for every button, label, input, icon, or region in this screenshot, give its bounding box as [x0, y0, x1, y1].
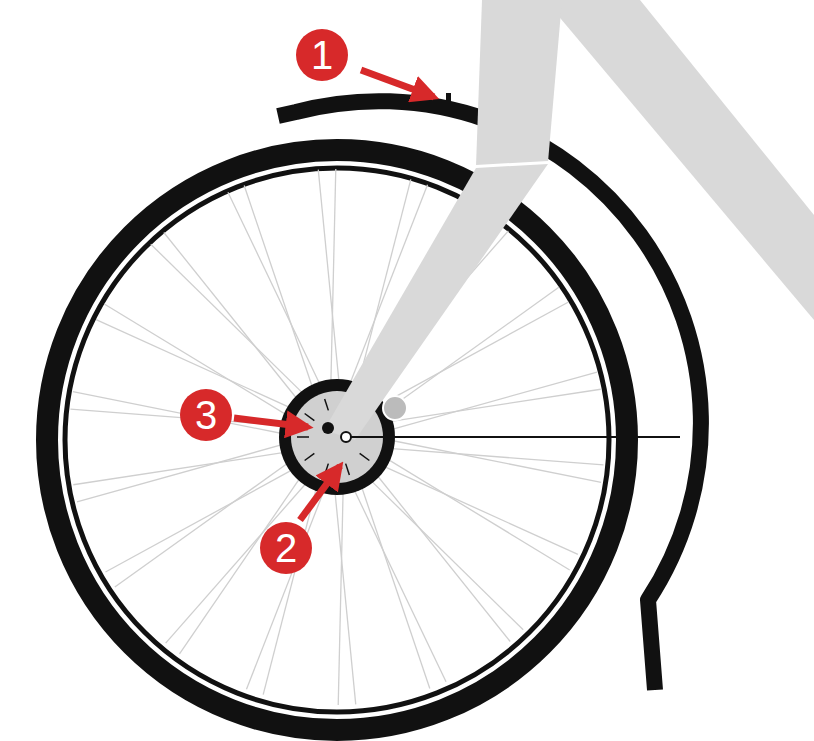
fork — [324, 164, 548, 440]
reflector-bracket — [446, 93, 451, 107]
hub-tick — [297, 436, 309, 438]
cable — [346, 436, 680, 438]
callout-number: 2 — [260, 522, 312, 574]
callout-arrow — [361, 70, 434, 97]
spoke — [383, 456, 570, 570]
spoke — [263, 483, 317, 695]
callout-arrow — [234, 418, 308, 427]
spoke — [387, 439, 601, 482]
mudguard-line — [300, 114, 689, 600]
hub-tick — [360, 453, 370, 460]
tyre — [47, 150, 627, 730]
hub-tick — [305, 453, 315, 460]
spoke — [77, 443, 287, 502]
axle-nut — [322, 422, 334, 434]
cable-mount — [341, 432, 351, 442]
spoke — [115, 460, 293, 587]
hub-tick — [305, 413, 315, 420]
spoke — [367, 477, 523, 630]
spoke — [374, 471, 511, 642]
head-tube — [476, 0, 562, 166]
callout-number: 1 — [296, 29, 348, 81]
spoke — [360, 481, 430, 688]
hub-tick — [325, 399, 329, 410]
spoke — [387, 372, 597, 431]
spoke — [246, 486, 325, 690]
callout-number: 3 — [180, 389, 232, 441]
mudguard — [278, 101, 701, 690]
spoke — [244, 186, 314, 393]
spoke — [228, 192, 322, 389]
hub-tick — [346, 464, 350, 475]
spoke — [379, 464, 578, 554]
spoke — [386, 448, 604, 465]
callout-arrow — [300, 466, 340, 520]
spoke — [338, 487, 343, 705]
spoke — [151, 244, 307, 397]
brake-caliper — [383, 396, 407, 420]
spoke — [73, 452, 289, 485]
spoke — [385, 389, 601, 422]
hub-tick — [325, 464, 329, 475]
spoke — [164, 232, 301, 403]
rim — [65, 168, 609, 712]
spoke — [331, 169, 336, 387]
spoke — [335, 487, 356, 704]
spoke — [318, 170, 339, 387]
spoke — [352, 485, 446, 682]
